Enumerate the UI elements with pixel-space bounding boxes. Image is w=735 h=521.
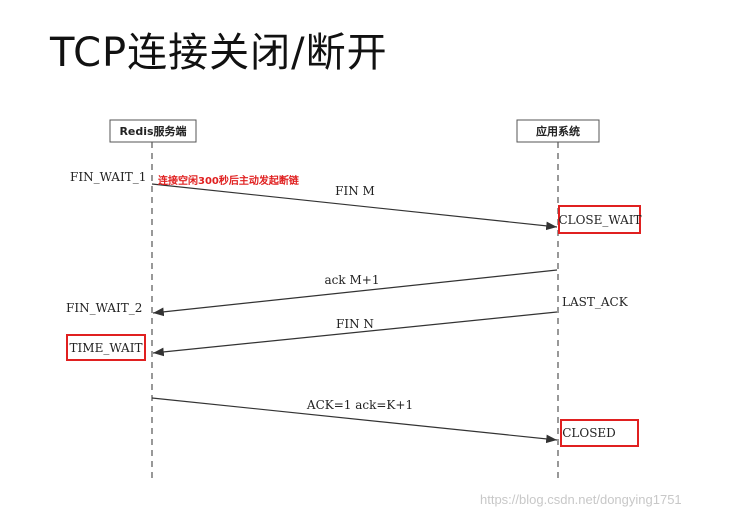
participant-app-label: 应用系统 <box>536 124 580 138</box>
message-fin-n-arrow <box>152 311 558 357</box>
participant-redis: Redis服务端 <box>109 119 197 143</box>
state-last-ack: LAST_ACK <box>562 295 629 309</box>
message-fin-n-label: FIN N <box>336 317 374 331</box>
state-closed: CLOSED <box>562 426 616 440</box>
message-fin-m-arrow <box>151 183 558 231</box>
participant-app: 应用系统 <box>516 119 600 143</box>
participant-redis-label: Redis服务端 <box>119 124 186 138</box>
message-ack-m1-label: ack M+1 <box>325 273 380 287</box>
message-ack-final-label: ACK=1 ack=K+1 <box>306 398 413 412</box>
page-title: TCP连接关闭/断开 <box>50 30 388 76</box>
state-close-wait-box: CLOSE_WAIT <box>558 205 642 234</box>
idle-note: 连接空闲300秒后主动发起断链 <box>158 174 300 187</box>
state-fin-wait-1: FIN_WAIT_1 <box>70 170 146 184</box>
message-fin-m-label: FIN M <box>335 184 375 198</box>
state-time-wait-box: TIME_WAIT <box>66 334 146 361</box>
state-time-wait: TIME_WAIT <box>70 341 143 355</box>
message-ack-final-arrow <box>151 397 558 444</box>
watermark: https://blog.csdn.net/dongying1751 <box>480 492 682 507</box>
state-close-wait: CLOSE_WAIT <box>558 213 641 227</box>
message-ack-m1-arrow <box>152 269 558 317</box>
state-closed-box: CLOSED <box>560 419 639 447</box>
state-fin-wait-2: FIN_WAIT_2 <box>66 301 142 315</box>
